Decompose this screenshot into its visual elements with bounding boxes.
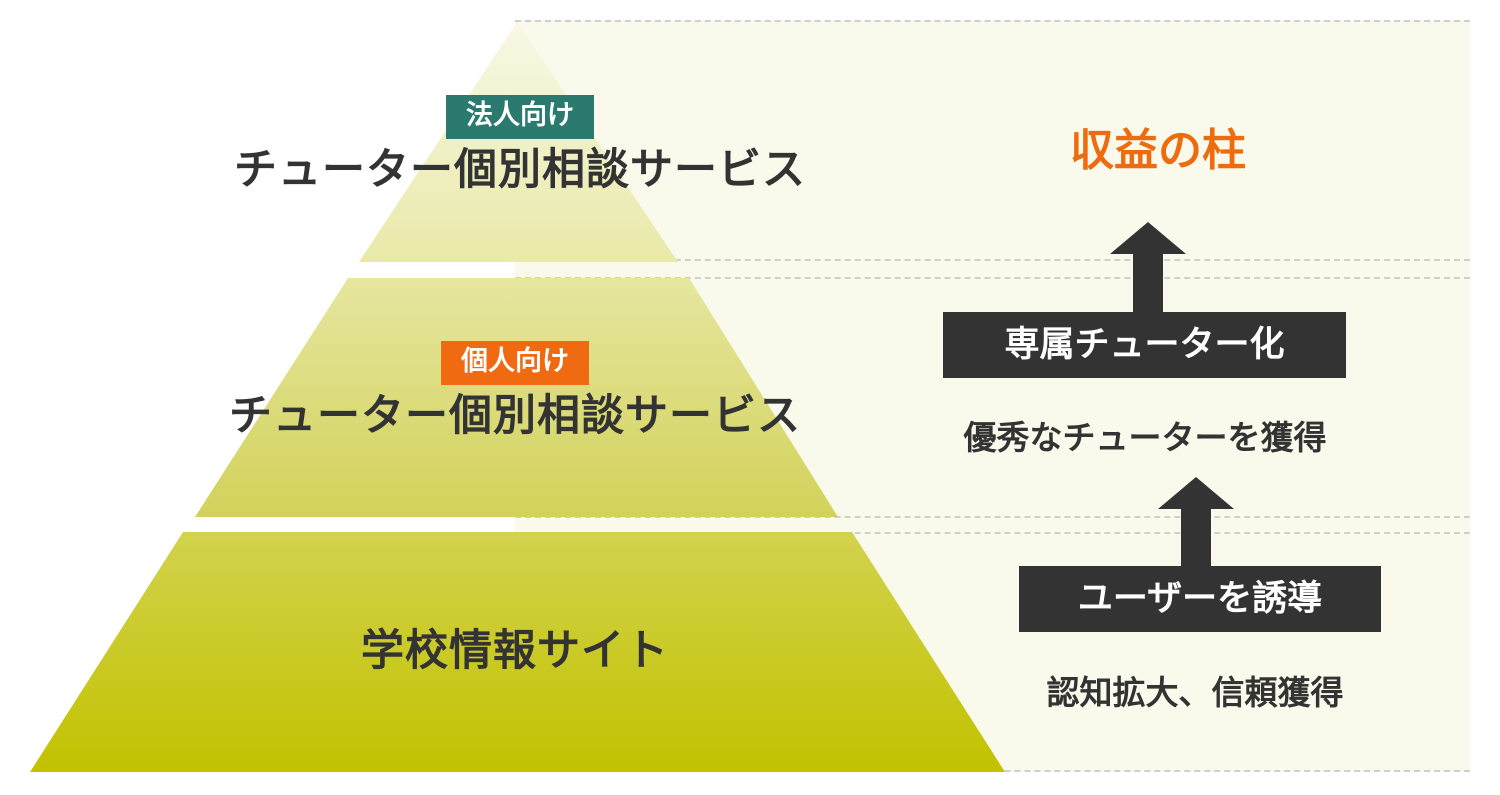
- divider-line: [515, 277, 1470, 279]
- acquire-tutors-caption: 優秀なチューターを獲得: [963, 418, 1327, 457]
- divider-line: [515, 259, 1470, 261]
- pyramid-tier-top: [359, 22, 678, 262]
- tier-bottom-text: 学校情報サイト: [195, 620, 835, 678]
- divider-line: [515, 532, 1470, 534]
- individual-badge: 個人向け: [441, 341, 589, 386]
- pyramid-tier-middle: [195, 278, 838, 517]
- guide-users-label: ユーザーを誘導: [1019, 566, 1381, 632]
- up-arrow-icon: [1110, 222, 1186, 320]
- tier-bottom-title: 学校情報サイト: [361, 626, 669, 676]
- up-arrow-icon: [1158, 477, 1234, 567]
- tier-top-title: チューター個別相談サービス: [234, 145, 806, 196]
- tier-middle-title: チューター個別相談サービス: [229, 391, 801, 442]
- corporate-badge: 法人向け: [446, 95, 594, 140]
- divider-line: [515, 516, 1470, 518]
- pyramid-tier-bottom: [30, 532, 1005, 772]
- tier-top-text: 法人向け チューター個別相談サービス: [200, 95, 840, 197]
- revenue-pillar-label: 収益の柱: [1070, 125, 1246, 176]
- divider-line: [515, 20, 1470, 22]
- tier-middle-text: 個人向け チューター個別相談サービス: [195, 341, 835, 443]
- awareness-trust-caption: 認知拡大、信頼獲得: [1046, 673, 1344, 712]
- exclusive-tutor-label: 専属チューター化: [943, 312, 1346, 378]
